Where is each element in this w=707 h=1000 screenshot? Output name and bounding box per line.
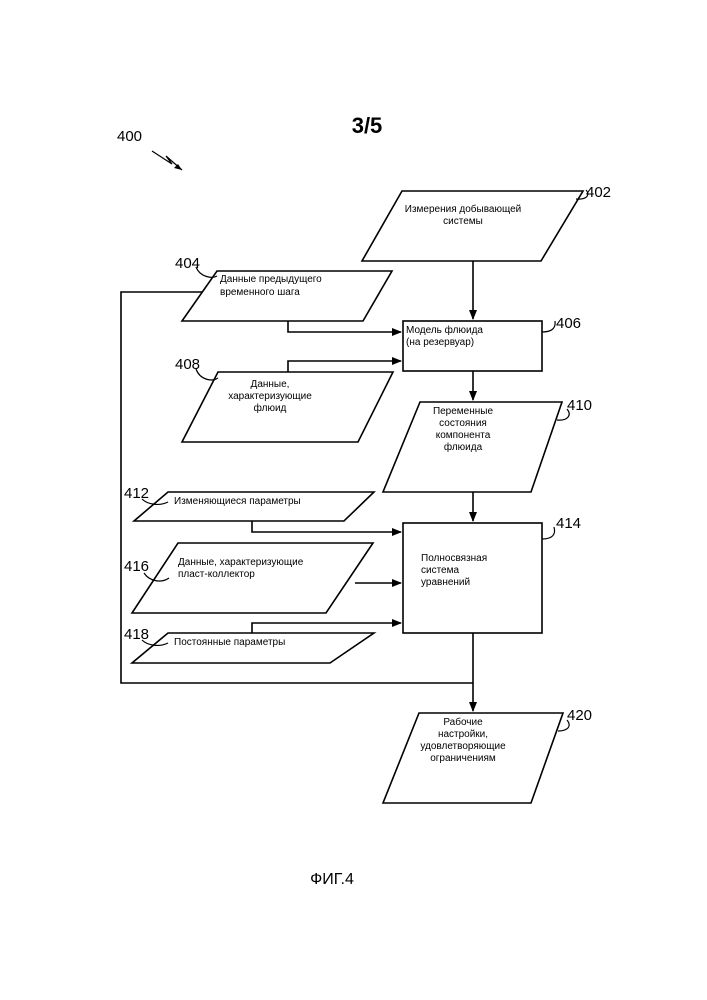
figure-label: ФИГ.4 (310, 871, 354, 888)
arrow-418-414 (252, 623, 401, 633)
diagram-ref-400: 400 (117, 128, 142, 145)
arrow-408-406 (288, 361, 401, 372)
node-416-reservoir-data: Данные, характеризующиепласт-коллектор 4… (124, 543, 373, 613)
ref-420: 420 (567, 707, 592, 724)
arrow-404-406 (288, 321, 401, 332)
node-420-operating-settings: Рабочиенастройки,удовлетворяющиеограниче… (383, 707, 592, 803)
ref-406: 406 (556, 315, 581, 332)
ref-412: 412 (124, 485, 149, 502)
node-406-fluid-model: Модель флюида(на резервуар) 406 (403, 315, 581, 371)
node-412-variable-parameters: Изменяющиеся параметры 412 (124, 485, 374, 521)
node-402-production-measurements: Измерения добывающейсистемы 402 (362, 184, 611, 261)
ref-408: 408 (175, 356, 200, 373)
page-number: 3/5 (352, 113, 383, 138)
ref-416: 416 (124, 558, 149, 575)
ref-404: 404 (175, 255, 200, 272)
arrow-412-414 (252, 521, 401, 532)
node-418-constant-parameters: Постоянные параметры 418 (124, 626, 374, 663)
ref-418: 418 (124, 626, 149, 643)
ref-402: 402 (586, 184, 611, 201)
node-410-fluid-state-variables: Переменныесостояниякомпонентафлюида 410 (383, 397, 592, 492)
node-408-fluid-data: Данные,характеризующиефлюид 408 (175, 356, 393, 442)
node-404-previous-timestep-data: Данные предыдущеговременного шага 404 (175, 255, 392, 321)
ref-410: 410 (567, 397, 592, 414)
diagram-pointer-arrow (152, 151, 182, 170)
node-412-text: Изменяющиеся параметры (174, 496, 301, 507)
ref-414: 414 (556, 515, 581, 532)
node-414-coupled-equation-system: Полносвязнаясистемауравнений 414 (403, 515, 581, 633)
node-418-text: Постоянные параметры (174, 637, 285, 648)
